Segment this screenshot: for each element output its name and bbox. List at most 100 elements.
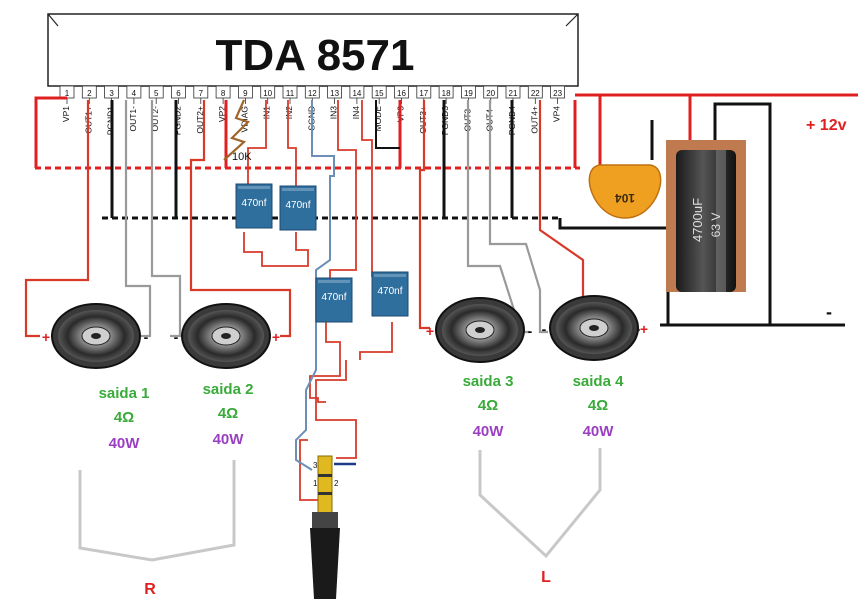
- pin-name: IN2: [284, 106, 294, 120]
- pin-name: MODE: [373, 106, 383, 132]
- speaker-name: saida 2: [203, 381, 254, 398]
- pin-number: 6: [176, 89, 181, 98]
- speaker-polarity-right: +: [272, 329, 280, 345]
- speaker-polarity-left: +: [426, 323, 434, 339]
- pin-number: 9: [243, 89, 248, 98]
- power-negative-label: -: [826, 302, 832, 322]
- capacitor-label: 470nf: [377, 286, 402, 297]
- pin-name: OUT2-: [150, 106, 160, 132]
- speaker-polarity-right: +: [640, 321, 648, 337]
- resistor-label: 10K: [232, 151, 252, 163]
- jack-pin-1: 1: [313, 479, 318, 488]
- ceramic-capacitor: 104: [588, 164, 662, 219]
- speaker-polarity-left: -: [174, 329, 179, 345]
- pin-name: OUT1-: [128, 106, 138, 132]
- capacitor-470nf: 470nf: [235, 183, 273, 229]
- pin-name: IN4: [351, 106, 361, 120]
- capacitor-470nf: 470nf: [315, 277, 353, 323]
- ground-wires: [110, 100, 845, 327]
- pin-number: 16: [397, 89, 406, 98]
- pin-name: OUT4+: [529, 106, 539, 134]
- electrolytic-voltage: 63 V: [709, 213, 723, 238]
- electrolytic-value: 4700uF: [690, 198, 705, 242]
- chip-title: TDA 8571: [216, 31, 415, 80]
- speaker-impedance: 4Ω: [478, 397, 498, 414]
- pin-number: 21: [509, 89, 518, 98]
- jack-pin-3: 3: [313, 461, 318, 470]
- speaker-power: 40W: [213, 431, 245, 448]
- pin-number: 5: [154, 89, 159, 98]
- pin-number: 2: [87, 89, 92, 98]
- pin-number: 10: [263, 89, 272, 98]
- pin-number: 8: [221, 89, 226, 98]
- pin-number: 22: [531, 89, 540, 98]
- pin-name: VP1: [61, 106, 71, 122]
- audio-jack: 3 1 2: [310, 455, 340, 599]
- pin-number: 11: [286, 89, 295, 98]
- speaker-3: + - saida 3 4Ω 40W: [426, 297, 533, 440]
- capacitor-470nf: 470nf: [371, 271, 409, 317]
- pin-number: 12: [308, 89, 317, 98]
- pin-number: 17: [419, 89, 428, 98]
- ceramic-cap-label: 104: [615, 191, 635, 205]
- pin-number: 7: [199, 89, 204, 98]
- pin-number: 13: [330, 89, 339, 98]
- tda8571-chip: TDA 8571: [47, 13, 579, 87]
- signal-ground-wire: [295, 100, 335, 471]
- capacitor-label: 470nf: [241, 198, 266, 209]
- speaker-power: 40W: [583, 423, 615, 440]
- pin-number: 20: [486, 89, 495, 98]
- capacitor-label: 470nf: [285, 200, 310, 211]
- pin-number: 3: [109, 89, 114, 98]
- speaker-polarity-right: -: [528, 323, 533, 339]
- pin-name: VDIAG: [239, 106, 249, 132]
- speaker-name: saida 3: [463, 373, 514, 390]
- power-positive-label: + 12v: [806, 117, 847, 134]
- pin-number: 14: [352, 89, 361, 98]
- speaker-power: 40W: [109, 435, 141, 452]
- speaker-impedance: 4Ω: [114, 409, 134, 426]
- capacitor-label: 470nf: [321, 292, 346, 303]
- channel-right-label: R: [144, 581, 156, 598]
- capacitor-470nf: 470nf: [279, 185, 317, 231]
- jack-pin-2: 2: [334, 479, 339, 488]
- pin-name: VP2: [217, 106, 227, 122]
- speaker-name: saida 4: [573, 373, 625, 390]
- electrolytic-capacitor: 4700uF 63 V: [666, 140, 746, 292]
- pin-number: 1: [65, 89, 70, 98]
- input-capacitors: 470nf 470nf 470nf 470nf: [235, 183, 409, 323]
- speaker-name: saida 1: [99, 385, 150, 402]
- speaker-power: 40W: [473, 423, 505, 440]
- pin-number: 4: [132, 89, 137, 98]
- channel-brackets: [78, 448, 602, 562]
- pin-name: IN3: [329, 106, 339, 120]
- pin-number: 19: [464, 89, 473, 98]
- speaker-polarity-left: +: [42, 329, 50, 345]
- pin-name: OUT2+: [195, 106, 205, 134]
- pin-name: VP4: [552, 106, 562, 122]
- resistor-10k: 10K: [223, 99, 252, 163]
- pin-number: 15: [375, 89, 384, 98]
- channel-left-label: L: [541, 569, 551, 586]
